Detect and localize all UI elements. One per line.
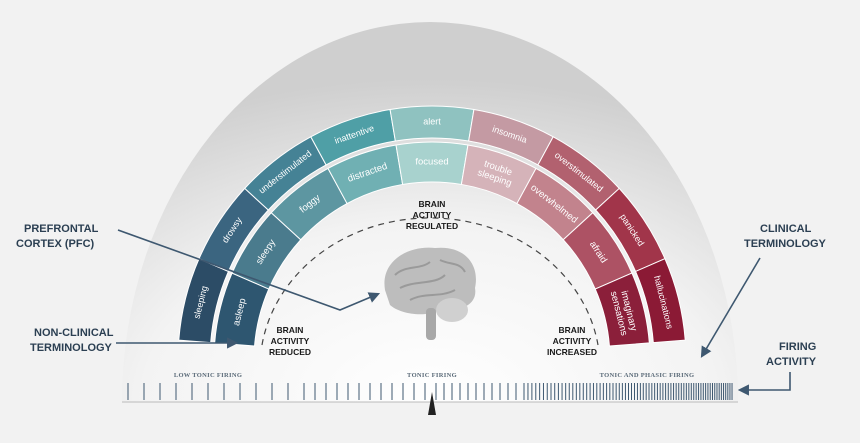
center-left-line1: BRAIN [277, 325, 304, 335]
scale-tonic-label: Tonic Firing [407, 372, 457, 379]
brain-illustration [384, 247, 476, 340]
center-top-line2: ACTIVITY [413, 210, 452, 220]
center-top-line3: REGULATED [406, 221, 458, 231]
inner-ring-segment [594, 272, 650, 347]
pfc-arrow [117, 229, 381, 311]
center-right-line3: INCREASED [547, 347, 597, 357]
center-left-line3: REDUCED [269, 347, 311, 357]
outer-ring-label: alert [423, 116, 441, 126]
inner-ring-label: focused [415, 157, 448, 168]
outer-ring: sleepingdrowsyunderstimulatedinattentive… [178, 105, 686, 344]
scale-low-label: Low Tonic Firing [174, 372, 242, 379]
center-right-line1: BRAIN [559, 325, 586, 335]
nonclinical-label-line1: NON-CLINICAL [34, 327, 114, 339]
nonclinical-label-line2: TERMINOLOGY [30, 342, 113, 354]
center-right-line2: ACTIVITY [553, 336, 592, 346]
firing-arrow [737, 372, 791, 396]
firing-label-line1: FIRING [779, 341, 816, 353]
scale-pointer [428, 392, 436, 415]
pfc-label-line2: CORTEX (PFC) [16, 238, 95, 250]
center-top-line1: BRAIN [419, 199, 446, 209]
clinical-label-line1: CLINICAL [760, 223, 812, 235]
outer-ring-segment [634, 258, 686, 344]
firing-label-line2: ACTIVITY [766, 356, 817, 368]
dome-background [122, 22, 738, 402]
scale-phasic-label: Tonic and Phasic Firing [600, 372, 695, 379]
center-left-line2: ACTIVITY [271, 336, 310, 346]
pfc-label-line1: PREFRONTAL [24, 223, 99, 235]
clinical-arrow [700, 257, 761, 358]
firing-ticks [127, 383, 733, 400]
clinical-label-line2: TERMINOLOGY [744, 238, 827, 250]
